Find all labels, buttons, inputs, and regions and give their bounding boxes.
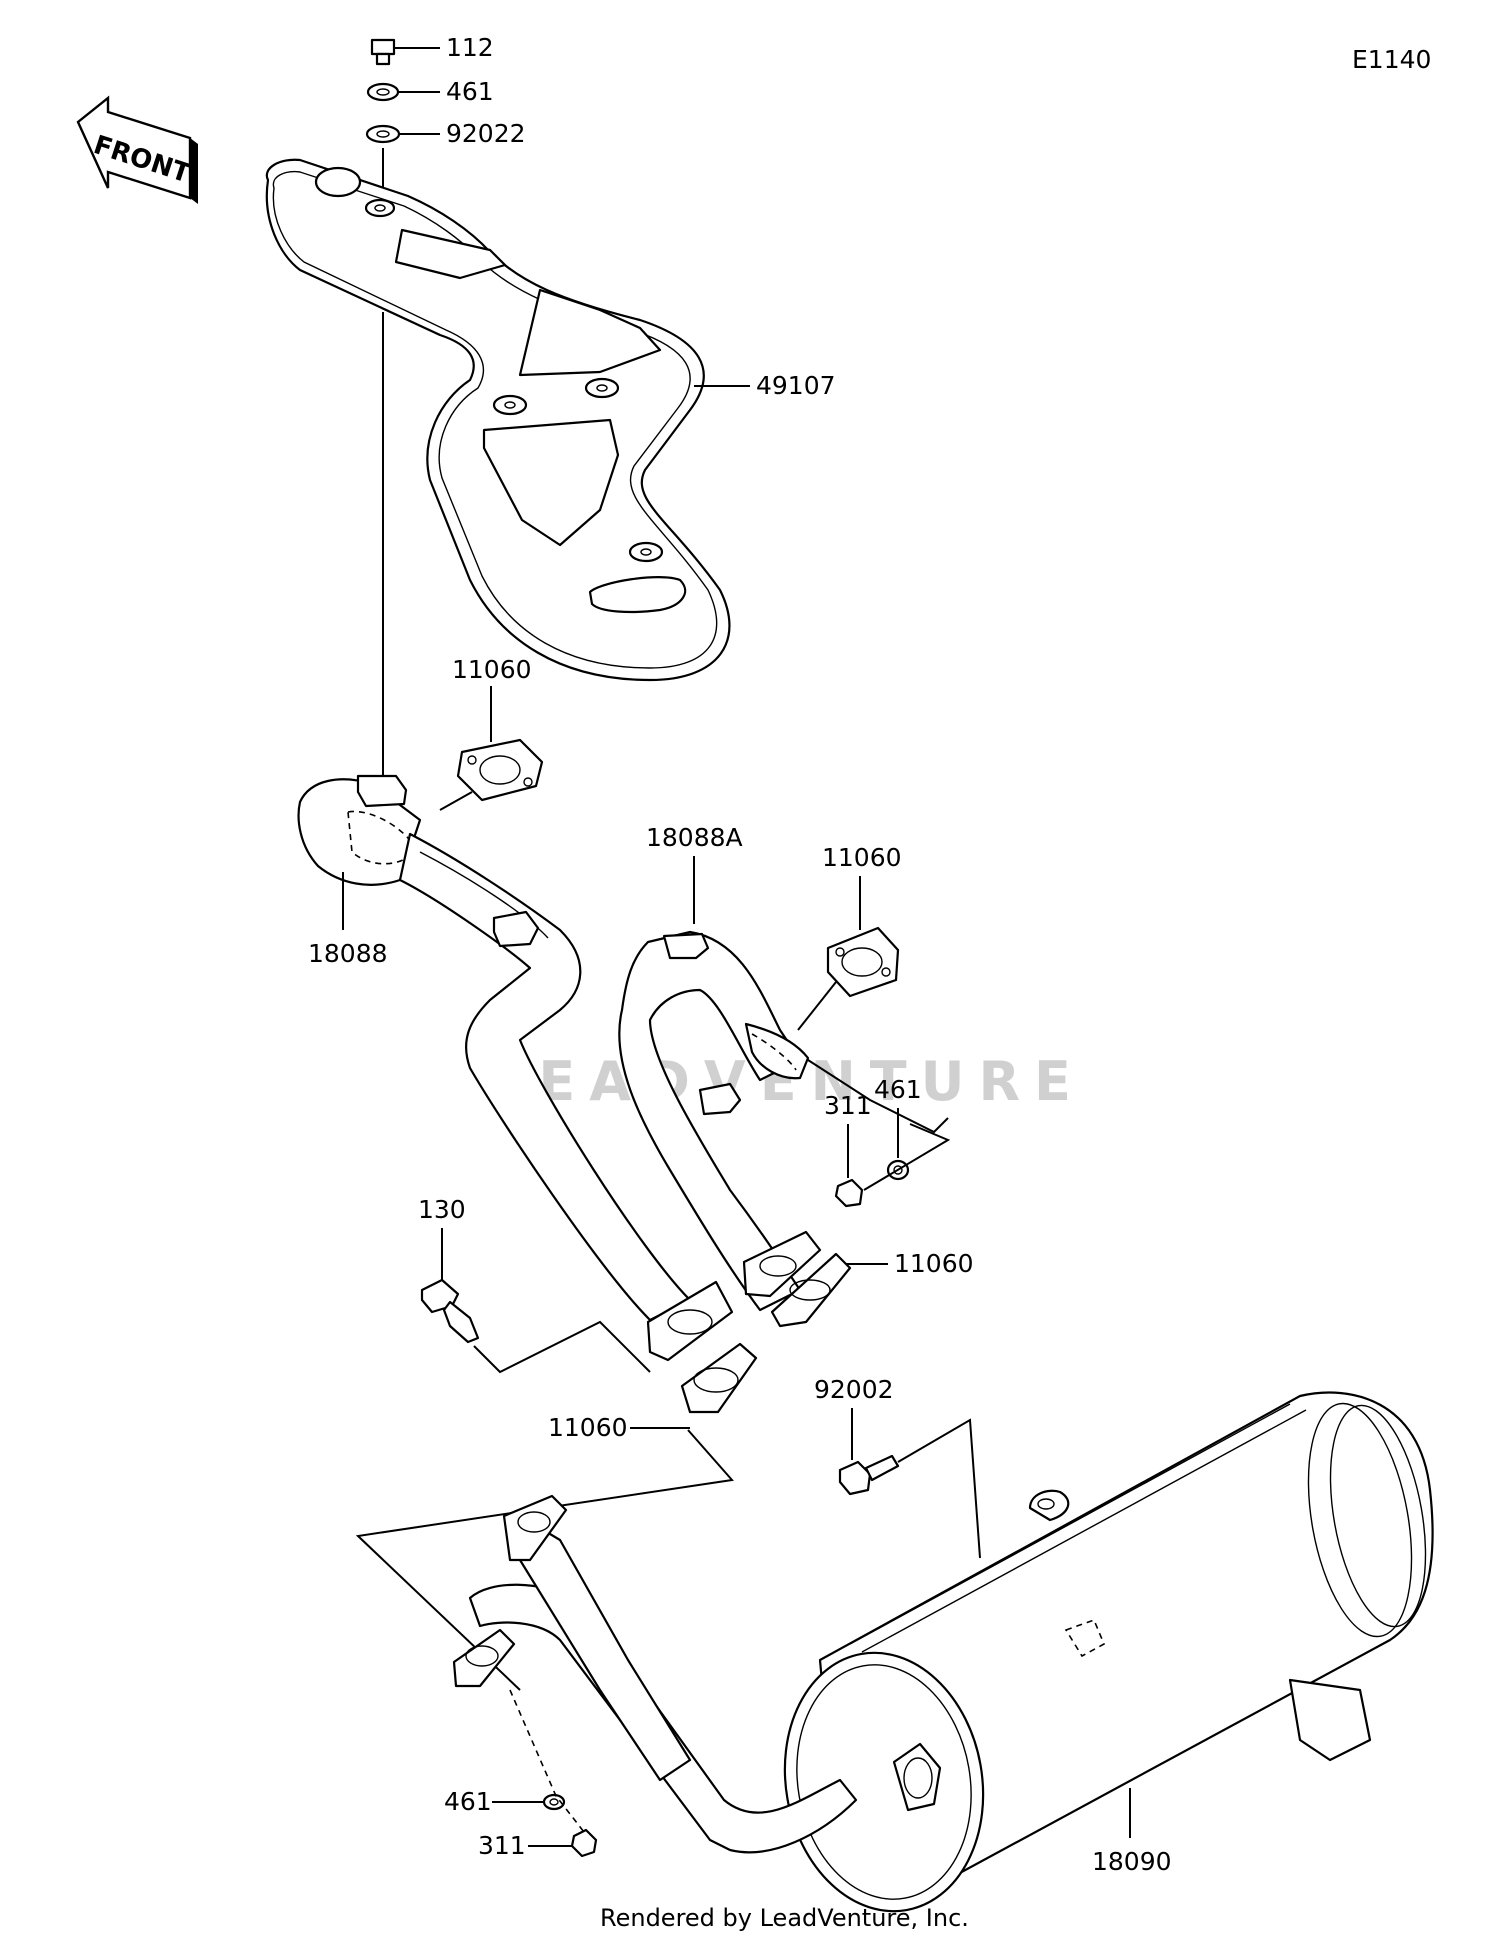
footer-credit: Rendered by LeadVenture, Inc. [600,1904,969,1932]
callout-11060-right-upper: 11060 [822,843,902,872]
diagram-code: E1140 [1352,45,1431,74]
callout-461-top: 461 [446,77,494,106]
bolt-92002-icon [838,1454,900,1496]
bolt-130-icon [420,1278,480,1344]
callout-112: 112 [446,33,494,62]
callout-461-right: 461 [874,1075,922,1104]
callout-11060-right-lower: 11060 [894,1249,974,1278]
callout-18090: 18090 [1092,1847,1172,1876]
front-arrow-icon: FRONT [76,95,198,204]
callout-11060-upper: 11060 [452,655,532,684]
exhaust-pipe-18088A [618,930,822,1312]
callout-130: 130 [418,1195,466,1224]
nut-311-bottom-icon [570,1828,598,1858]
callout-18088A: 18088A [646,823,743,852]
gasket-left-lower-icon [680,1342,758,1414]
gasket-upper-icon [456,738,544,802]
gasket-right-lower-icon [770,1252,852,1328]
exhaust-pipe-18088 [297,774,734,1362]
washer-92022-icon [365,124,401,144]
callout-18088: 18088 [308,939,388,968]
callout-92022: 92022 [446,119,526,148]
washer-461-right-icon [886,1159,910,1181]
callout-49107: 49107 [756,371,836,400]
washer-461-top-icon [366,82,400,102]
gasket-right-upper-icon [826,926,900,998]
callout-311-bottom: 311 [478,1831,526,1860]
nut-311-right-icon [834,1178,864,1208]
callout-461-bottom: 461 [444,1787,492,1816]
bolt-112-icon [370,38,396,66]
callout-11060-left-lower: 11060 [548,1413,628,1442]
muffler-18090 [452,1391,1434,1913]
heat-guard-49107 [265,158,731,682]
callout-92002: 92002 [814,1375,894,1404]
callout-311-right: 311 [824,1091,872,1120]
